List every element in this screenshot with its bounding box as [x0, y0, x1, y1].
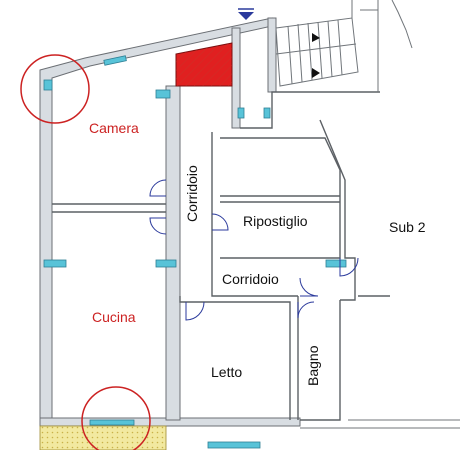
- interior-lines: [52, 91, 460, 429]
- doors: [149, 179, 359, 321]
- stair-arrow-icon: [312, 68, 320, 78]
- room-label-camera: Camera: [89, 120, 139, 136]
- room-labels: Camera Corridoio Ripostiglio Sub 2 Corri…: [89, 120, 426, 386]
- corridoio-wall: [211, 132, 298, 297]
- window: [263, 107, 271, 119]
- window: [103, 55, 127, 66]
- window: [43, 79, 53, 91]
- window: [237, 107, 245, 119]
- door-swing: [297, 301, 315, 319]
- room-label-sub2: Sub 2: [389, 219, 426, 235]
- door-swing: [185, 301, 205, 321]
- entrance-arrow-icon: [238, 8, 254, 20]
- room-label-bagno: Bagno: [305, 345, 321, 386]
- window: [155, 259, 177, 268]
- window: [325, 259, 347, 268]
- central-wall: [165, 85, 181, 421]
- room-label-cucina: Cucina: [92, 309, 136, 325]
- door-swing: [211, 213, 229, 231]
- door-swing: [299, 277, 319, 297]
- stairs: [275, 0, 413, 92]
- door-swing: [149, 217, 167, 235]
- red-block: [175, 42, 233, 87]
- window: [89, 419, 135, 426]
- stair-entry-wall: [267, 17, 277, 93]
- highlight-circle-icon: [81, 386, 151, 450]
- room-label-corridoio-vertical: Corridoio: [184, 165, 200, 222]
- window: [155, 89, 171, 99]
- room-label-corridoio-horizontal: Corridoio: [222, 271, 279, 287]
- letto-walls: [179, 296, 291, 420]
- storage-block: [220, 137, 341, 259]
- windows: [43, 55, 347, 449]
- room-label-ripostiglio: Ripostiglio: [243, 213, 308, 229]
- stair-landing: [240, 91, 380, 129]
- highlight-circle-icon: [20, 54, 90, 124]
- door-swing: [339, 257, 359, 277]
- east-wall: [319, 119, 356, 301]
- bagno-walls: [300, 300, 341, 421]
- highlight-circles: [20, 54, 151, 450]
- terrace-area: [39, 425, 167, 450]
- stair-arrow-icon: [312, 33, 320, 42]
- window: [207, 441, 261, 449]
- window: [43, 259, 67, 268]
- room-label-letto: Letto: [211, 364, 242, 380]
- door-swing: [149, 179, 167, 197]
